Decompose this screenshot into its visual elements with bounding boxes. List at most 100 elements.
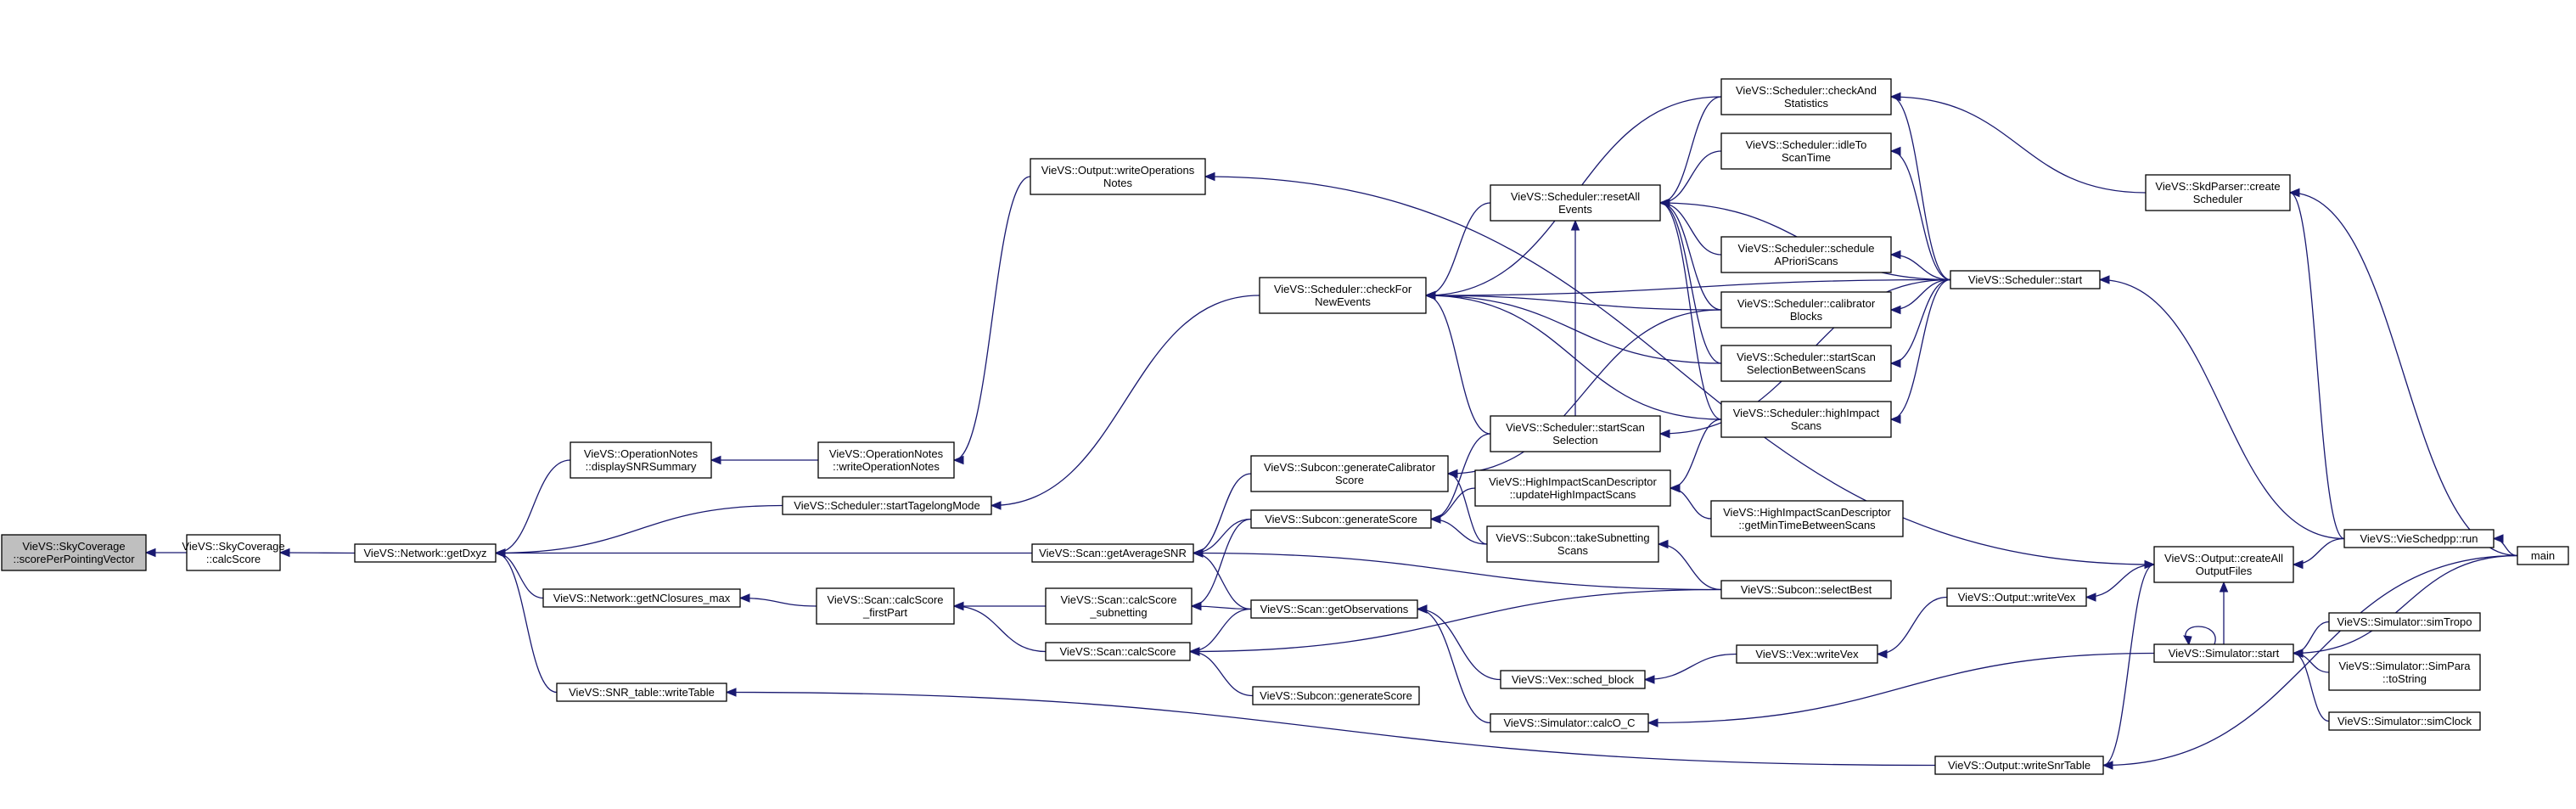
node-box <box>1250 455 1449 492</box>
node-selbest[interactable]: VieVS::Subcon::selectBest <box>1720 580 1892 599</box>
node-box <box>1031 543 1194 563</box>
node-root[interactable]: VieVS::SkyCoverage::scorePerPointingVect… <box>1 534 147 571</box>
node-box <box>816 587 955 625</box>
node-getobs[interactable]: VieVS::Scan::getObservations <box>1250 599 1418 619</box>
node-label: VieVS::Scan::calcScore <box>827 593 943 606</box>
edge-ssel-to-checkfor <box>1424 290 1491 435</box>
node-simtropo[interactable]: VieVS::Simulator::simTropo <box>2328 612 2481 632</box>
node-box <box>2145 174 2291 211</box>
node-label: VieVS::Scan::calcScore <box>1060 593 1176 606</box>
edge-schstart-to-highimp <box>1889 278 1951 424</box>
edge-main-to-outsnr <box>2102 554 2518 770</box>
node-label: VieVS::Vex::sched_block <box>1512 673 1635 686</box>
node-on_disp[interactable]: VieVS::OperationNotes::displaySNRSummary <box>570 441 712 479</box>
node-label: ::getMinTimeBetweenScans <box>1738 519 1876 531</box>
node-label: Selection <box>1552 434 1597 447</box>
node-getdxyz[interactable]: VieVS::Network::getDxyz <box>354 543 497 563</box>
node-sc_calc[interactable]: VieVS::SkyCoverage::calcScore <box>182 534 285 571</box>
node-label: VieVS::Scheduler::startScan <box>1506 421 1645 434</box>
node-label: VieVS::Subcon::generateScore <box>1265 513 1417 525</box>
edge-calblocks-to-checkfor <box>1424 290 1722 311</box>
node-label: VieVS::Simulator::simClock <box>2337 715 2472 728</box>
node-box <box>1934 756 2104 775</box>
edge-viesched-to-schstart <box>2098 275 2345 540</box>
edge-schstart-to-calblocks <box>1889 278 1951 315</box>
edge-schstart-to-schedap <box>1889 250 1951 281</box>
node-sch_tag[interactable]: VieVS::Scheduler::startTagelongMode <box>782 496 992 515</box>
edge-snrtab-to-getdxyz <box>494 548 558 694</box>
node-box <box>542 588 741 608</box>
node-on_write[interactable]: VieVS::OperationNotes::writeOperationNot… <box>817 441 955 479</box>
edge-outcreate-to-outwvex <box>2085 564 2155 602</box>
node-label: VieVS::Scheduler::checkFor <box>1274 283 1412 295</box>
edge-selbest-to-getavg <box>1192 548 1722 591</box>
node-box <box>2153 546 2294 583</box>
node-label: VieVS::Simulator::start <box>2169 647 2280 660</box>
node-label: Scans <box>1791 419 1822 432</box>
node-box <box>2517 546 2569 565</box>
node-ssbetween[interactable]: VieVS::Scheduler::startScanSelectionBetw… <box>1720 345 1892 382</box>
node-box <box>1 534 147 571</box>
node-hisd_upd[interactable]: VieVS::HighImpactScanDescriptor::updateH… <box>1474 469 1671 507</box>
node-hisd_get[interactable]: VieVS::HighImpactScanDescriptor::getMinT… <box>1710 500 1904 537</box>
node-simstart[interactable]: VieVS::Simulator::start <box>2153 643 2294 663</box>
node-genscore2[interactable]: VieVS::Subcon::generateScore <box>1252 686 1420 705</box>
node-box <box>570 441 712 479</box>
node-label: ::calcScore <box>206 553 261 565</box>
node-box <box>2343 529 2495 548</box>
edge-simstart-to-simstart <box>2183 626 2216 646</box>
node-label: VieVS::HighImpactScanDescriptor <box>1723 506 1891 519</box>
node-label: OutputFiles <box>2196 565 2253 577</box>
node-label: VieVS::Output::writeOperations <box>1041 164 1195 177</box>
node-box <box>1486 525 1659 563</box>
node-label: main <box>2531 549 2555 562</box>
node-box <box>1720 345 1892 382</box>
node-outwvex[interactable]: VieVS::Output::writeVex <box>1946 587 2087 607</box>
edge-out_won-to-on_write <box>952 176 1031 465</box>
node-box <box>1720 291 1892 329</box>
node-getavg[interactable]: VieVS::Scan::getAverageSNR <box>1031 543 1194 563</box>
node-calcsub[interactable]: VieVS::Scan::calcScore_subnetting <box>1045 587 1193 625</box>
edge-schstart-to-idleto <box>1889 146 1951 281</box>
edge-hisd_get-to-hisd_upd <box>1669 483 1712 520</box>
edge-calcfp-to-getncl <box>738 593 817 607</box>
node-calco[interactable]: VieVS::Simulator::calcO_C <box>1490 713 1649 733</box>
node-outsnr[interactable]: VieVS::Output::writeSnrTable <box>1934 756 2104 775</box>
node-box <box>782 496 992 515</box>
node-box <box>1736 644 1878 664</box>
node-box <box>1490 713 1649 733</box>
node-main[interactable]: main <box>2517 546 2569 565</box>
node-snrtab[interactable]: VieVS::SNR_table::writeTable <box>556 683 727 702</box>
node-genscore1[interactable]: VieVS::Subcon::generateScore <box>1250 509 1432 529</box>
node-box <box>2328 612 2481 632</box>
node-calcfp[interactable]: VieVS::Scan::calcScore_firstPart <box>816 587 955 625</box>
node-simclock[interactable]: VieVS::Simulator::simClock <box>2328 711 2481 731</box>
node-label: NewEvents <box>1315 295 1371 308</box>
node-vexwrite[interactable]: VieVS::Vex::writeVex <box>1736 644 1878 664</box>
node-schblock[interactable]: VieVS::Vex::sched_block <box>1500 670 1646 689</box>
edge-schedap-to-reset <box>1658 198 1722 256</box>
node-viesched[interactable]: VieVS::VieSchedpp::run <box>2343 529 2495 548</box>
edge-simstart-to-outcreate <box>2219 581 2229 644</box>
edge-main-to-simstart <box>2292 554 2518 658</box>
node-label: VieVS::Vex::writeVex <box>1755 648 1859 660</box>
node-box <box>1950 270 2101 289</box>
node-calcscore[interactable]: VieVS::Scan::calcScore <box>1045 642 1191 661</box>
node-schstart[interactable]: VieVS::Scheduler::start <box>1950 270 2101 289</box>
edge-main-to-viesched <box>2492 534 2518 557</box>
node-simpara[interactable]: VieVS::Simulator::SimPara::toString <box>2328 654 2481 691</box>
node-getncl[interactable]: VieVS::Network::getNClosures_max <box>542 588 741 608</box>
